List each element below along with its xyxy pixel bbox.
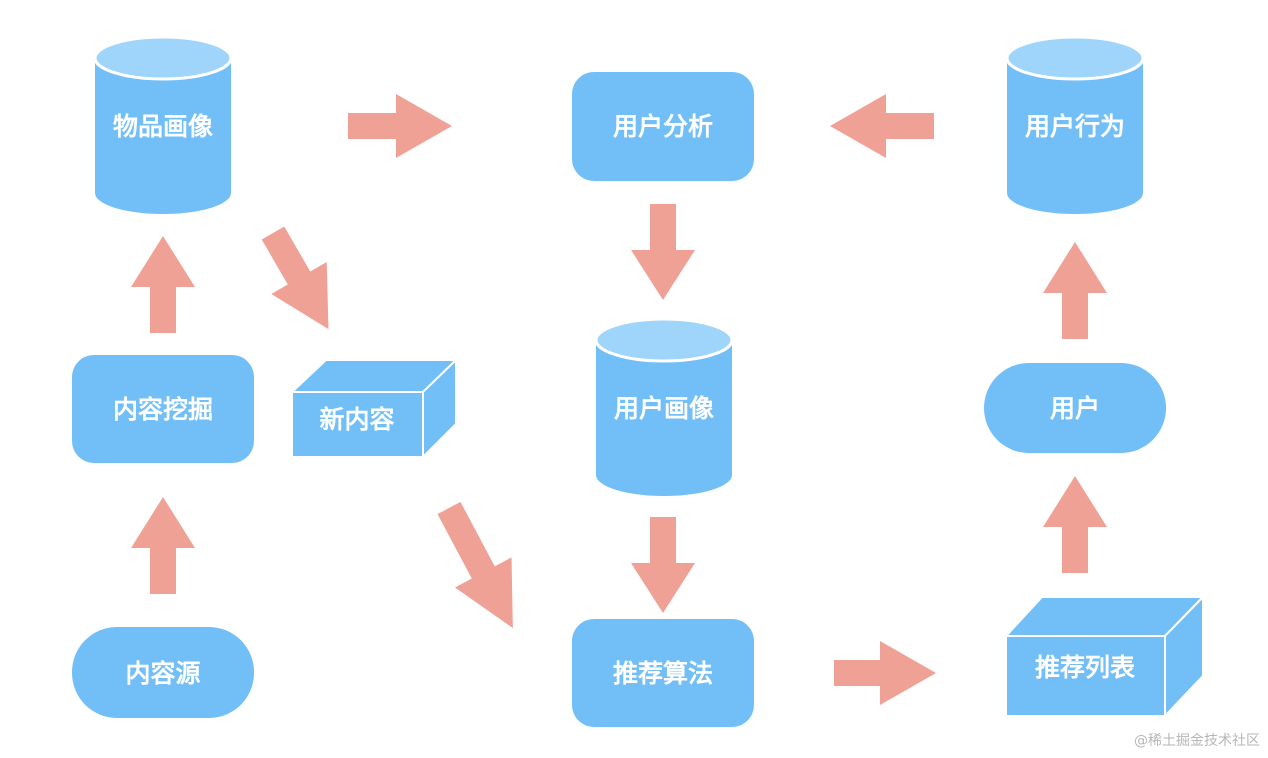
node-user-analysis: 用户分析 [572,72,754,181]
watermark: @稀土掘金技术社区 [1134,733,1260,749]
node-rec-list: 推荐列表 [1003,594,1206,719]
node-content-mining-label: 内容挖掘 [113,395,213,424]
arrow-list-to-user [1043,476,1107,573]
arrow-mining-to-item [131,236,195,333]
node-user-analysis-label: 用户分析 [613,112,713,141]
node-item-profile: 物品画像 [93,35,233,214]
node-rec-list-label: 推荐列表 [1035,653,1136,682]
node-rec-algorithm-label: 推荐算法 [613,659,713,688]
node-user-profile-label: 用户画像 [614,394,714,423]
node-item-profile-label: 物品画像 [113,112,213,141]
arrow-new-content-to-algorithm [437,501,513,629]
node-new-content: 新内容 [289,357,459,460]
node-content-mining: 内容挖掘 [72,355,254,463]
node-rec-algorithm: 推荐算法 [572,619,754,727]
node-user-label: 用户 [1050,394,1100,423]
node-content-source: 内容源 [72,627,254,718]
arrow-user-to-behavior [1043,242,1107,339]
arrow-analysis-to-profile [631,204,695,300]
node-new-content-label: 新内容 [319,405,394,434]
arrow-item-to-new-content [261,226,329,330]
arrow-profile-to-algorithm [631,517,695,613]
arrow-algorithm-to-list [834,641,936,705]
node-user: 用户 [984,363,1166,453]
node-user-behavior: 用户行为 [1005,35,1145,214]
arrow-behavior-to-analysis [830,94,934,158]
arrow-source-to-mining [131,497,195,594]
arrow-item-to-analysis [348,94,452,158]
node-user-behavior-label: 用户行为 [1025,112,1125,141]
node-user-profile: 用户画像 [594,317,734,496]
node-content-source-label: 内容源 [125,659,200,688]
